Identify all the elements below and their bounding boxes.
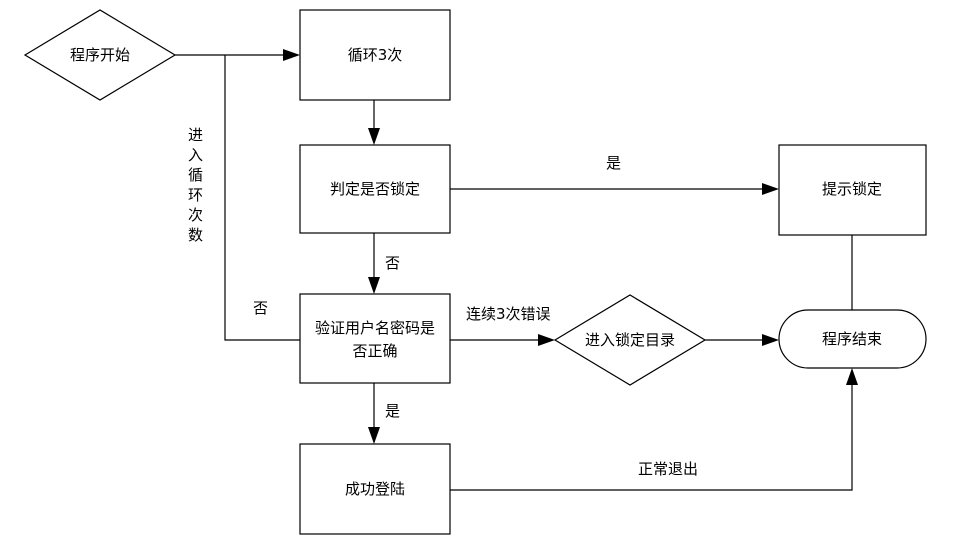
arrowhead-to-loop (283, 49, 300, 61)
check-lock-node: 判定是否锁定 (299, 144, 451, 234)
enter-lock-node: 进入锁定目录 (553, 294, 707, 386)
edge-label-enter-loop-6: 数 (188, 226, 203, 244)
end-node: 程序结束 (778, 309, 927, 369)
edge-label-consecutive-errors: 连续3次错误 (466, 305, 551, 323)
verify-node: 验证用户名密码是 否正确 (299, 293, 451, 384)
edge-label-normal-exit: 正常退出 (638, 460, 698, 478)
start-diamond (23, 9, 177, 101)
login-node: 成功登陆 (299, 443, 451, 535)
verify-label-line1: 验证用户名密码是 (315, 319, 435, 337)
start-label: 程序开始 (70, 46, 130, 64)
connectors (175, 54, 853, 491)
arrowhead-to-end-bottom (846, 368, 858, 385)
check-lock-label: 判定是否锁定 (330, 180, 420, 198)
start-node: 程序开始 (23, 9, 177, 101)
loop-box (299, 9, 451, 101)
prompt-lock-node: 提示锁定 (778, 144, 927, 236)
prompt-lock-label: 提示锁定 (822, 180, 882, 198)
edge-label-enter-loop-1: 进 (188, 126, 203, 144)
edge-label-enter-loop-3: 循 (188, 166, 203, 184)
arrowheads (283, 49, 858, 444)
edge-login-to-end (450, 380, 853, 491)
end-terminator (778, 309, 927, 369)
arrowhead-to-login (368, 427, 380, 444)
edge-label-no-left: 否 (253, 299, 268, 317)
arrowhead-to-prompt (762, 183, 779, 195)
end-label: 程序结束 (822, 330, 882, 348)
loop-node: 循环3次 (299, 9, 451, 101)
arrowhead-to-verify (368, 277, 380, 294)
verify-label-line2: 否正确 (352, 342, 397, 360)
arrowhead-to-check (368, 128, 380, 145)
enter-lock-label: 进入锁定目录 (585, 331, 675, 349)
edge-label-no-down: 否 (385, 254, 400, 272)
edge-label-enter-loop-2: 入 (188, 146, 203, 164)
check-lock-box (299, 144, 451, 234)
edge-label-enter-loop-5: 次 (188, 206, 203, 224)
arrowhead-to-end-left (762, 334, 779, 346)
prompt-lock-box (778, 144, 927, 236)
edge-label-enter-loop-4: 环 (188, 186, 203, 204)
edge-label-yes-down: 是 (385, 402, 400, 420)
loop-label: 循环3次 (348, 46, 403, 64)
edge-verify-back-to-loop (224, 55, 300, 341)
arrowhead-to-lockdir (538, 334, 555, 346)
edge-label-yes-top: 是 (606, 154, 621, 172)
login-label: 成功登陆 (345, 480, 405, 498)
edge-labels: 进 入 循 环 次 数 否 是 否 连续3次错误 是 正常退出 (188, 126, 698, 478)
verify-box (299, 293, 451, 384)
login-box (299, 443, 451, 535)
enter-lock-diamond (553, 294, 707, 386)
